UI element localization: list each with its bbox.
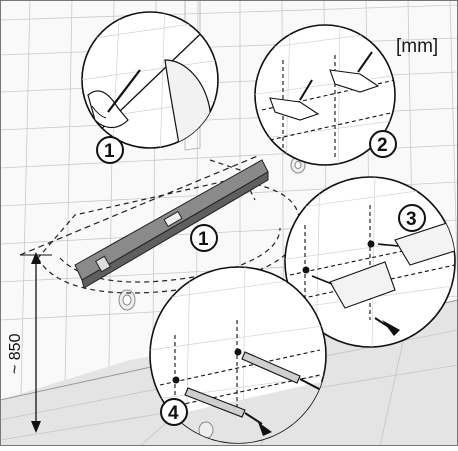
step-number: 1 bbox=[104, 141, 115, 162]
detail-circle-marking: 1 bbox=[81, 11, 219, 164]
height-dimension bbox=[20, 252, 52, 433]
step-number: 4 bbox=[168, 403, 179, 424]
step-number: 3 bbox=[406, 209, 417, 230]
spirit-level bbox=[74, 159, 269, 289]
step-badge-level: 1 bbox=[190, 224, 218, 252]
height-label: ~ 850 bbox=[7, 333, 24, 374]
unit-label: [mm] bbox=[396, 36, 439, 57]
level-line bbox=[19, 154, 261, 256]
detail-circle-anchors: 4 bbox=[149, 266, 327, 444]
detail-circle-drilling: 3 bbox=[284, 176, 456, 348]
step-number: 1 bbox=[198, 229, 209, 250]
step-number: 2 bbox=[377, 135, 388, 156]
detail-circle-hole-marks: 2 bbox=[254, 24, 397, 166]
